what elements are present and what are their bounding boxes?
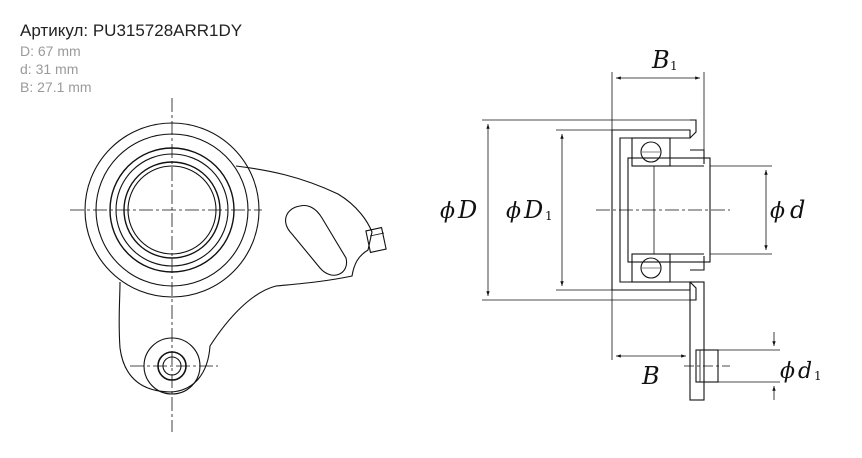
- tab-nub: [365, 226, 387, 254]
- dimensions: [482, 72, 780, 400]
- spec-width: B: 27.1 mm: [20, 79, 92, 95]
- label-d1: d: [798, 359, 812, 384]
- pulley-bore: [127, 165, 217, 255]
- spec-block: Артикул: PU315728ARR1DY D: 67 mm d: 31 m…: [20, 20, 242, 96]
- label-d1-sub: 1: [814, 369, 822, 383]
- label-D1-sub: 1: [545, 209, 553, 223]
- spec-inner-diameter: d: 31 mm: [20, 61, 79, 77]
- article-title: Артикул: PU315728ARR1DY: [20, 21, 243, 40]
- pivot-boss: [143, 337, 201, 395]
- ball-bottom: [631, 253, 671, 283]
- dimension-labels: ϕ D ϕ D 1 ϕ d B 1 B ϕ d 1: [440, 46, 822, 390]
- label-B: B: [641, 362, 660, 390]
- front-view: [70, 98, 387, 432]
- section-view: [596, 119, 730, 401]
- label-B1: B: [651, 46, 670, 74]
- label-phi-D-symbol: ϕ: [440, 199, 455, 224]
- spec-outer-diameter: D: 67 mm: [20, 43, 81, 59]
- inner-ring: [627, 157, 711, 263]
- adjust-slot: [285, 204, 348, 276]
- label-B1-sub: 1: [670, 59, 678, 73]
- outer-ring: [611, 129, 691, 291]
- label-phi-d-symbol: ϕ: [770, 199, 785, 224]
- pulley-outer: [84, 122, 260, 298]
- label-phi-D1-symbol: ϕ: [506, 199, 521, 224]
- label-d: d: [790, 196, 805, 224]
- label-phi-d1-symbol: ϕ: [780, 359, 795, 384]
- label-D1: D: [523, 196, 543, 224]
- ball-top: [631, 137, 671, 167]
- label-D: D: [457, 196, 477, 224]
- tensioner-arm: [118, 165, 373, 393]
